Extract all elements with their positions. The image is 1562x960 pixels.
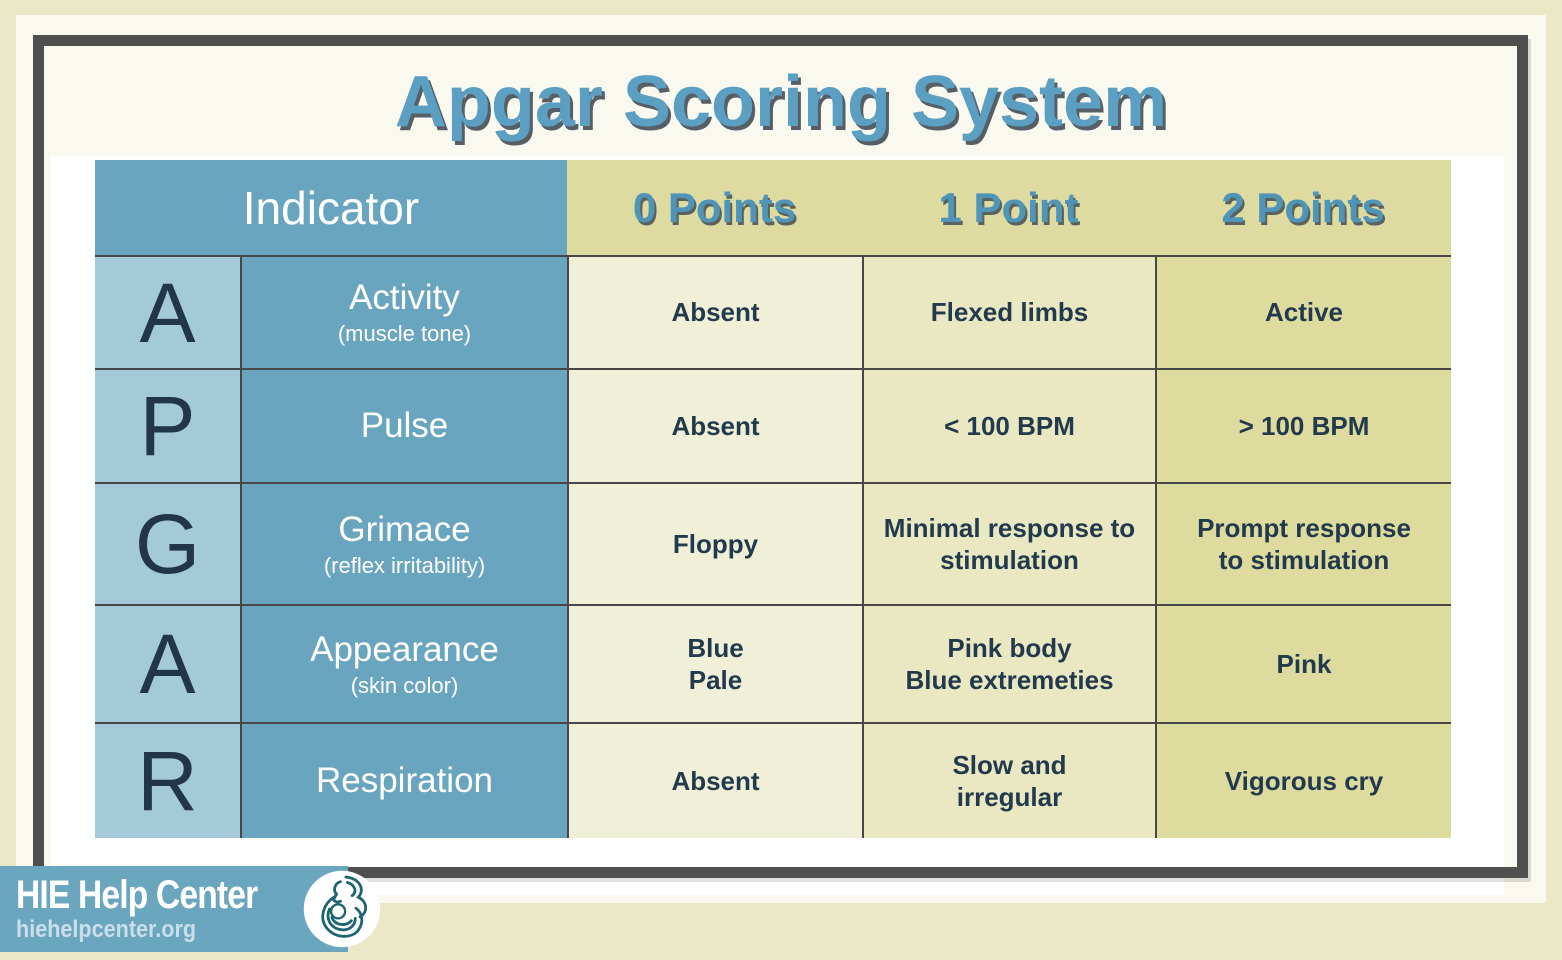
page-title: Apgar Scoring System [394,62,1168,142]
column-header-1-point: 1 Point [862,160,1155,255]
cell-respiration-2-points: Vigorous cry [1155,722,1451,838]
cell-grimace-1-point: Minimal response to stimulation [862,482,1155,604]
cell-respiration-1-point: Slow and irregular [862,722,1155,838]
column-header-indicator: Indicator [95,160,567,255]
cell-activity-1-point: Flexed limbs [862,255,1155,368]
row-letter-a: A [95,255,240,368]
cell-grimace-2-points: Prompt response to stimulation [1155,482,1451,604]
cell-appearance-0-points: Blue Pale [567,604,862,722]
cell-appearance-1-point: Pink body Blue extremeties [862,604,1155,722]
row-letter-g: G [95,482,240,604]
column-header-0-points: 0 Points [567,160,862,255]
cell-grimace-0-points: Floppy [567,482,862,604]
row-letter-a2: A [95,604,240,722]
row-label-respiration: Respiration [240,722,567,838]
brand-name: HIE Help Center [16,873,258,917]
cell-pulse-1-point: < 100 BPM [862,368,1155,482]
row-label-activity: Activity (muscle tone) [240,255,567,368]
row-label-pulse: Pulse [240,368,567,482]
indicator-name: Appearance [310,629,499,669]
mother-and-baby-icon [304,870,381,948]
apgar-table: Indicator 0 Points 1 Point 2 Points A Ac… [95,160,1451,838]
hie-help-center-logo: HIE Help Center hiehelpcenter.org [0,866,381,952]
cell-appearance-2-points: Pink [1155,604,1451,722]
indicator-subtitle: (muscle tone) [337,321,472,347]
border-frame [33,35,1528,878]
cell-respiration-0-points: Absent [567,722,862,838]
indicator-name: Activity [349,278,460,318]
logo-text-block: HIE Help Center hiehelpcenter.org [16,874,303,944]
cell-activity-2-points: Active [1155,255,1451,368]
column-header-2-points: 2 Points [1155,160,1451,255]
row-letter-r: R [95,722,240,838]
indicator-name: Respiration [315,761,494,801]
brand-url: hiehelpcenter.org [16,916,197,943]
row-label-grimace: Grimace (reflex irritability) [240,482,567,604]
cell-activity-0-points: Absent [567,255,862,368]
row-label-appearance: Appearance (skin color) [240,604,567,722]
indicator-name: Grimace [338,509,471,549]
indicator-subtitle: (skin color) [350,672,459,698]
row-letter-p: P [95,368,240,482]
indicator-subtitle: (reflex irritability) [323,552,486,578]
cell-pulse-2-points: > 100 BPM [1155,368,1451,482]
indicator-name: Pulse [360,406,449,446]
cell-pulse-0-points: Absent [567,368,862,482]
